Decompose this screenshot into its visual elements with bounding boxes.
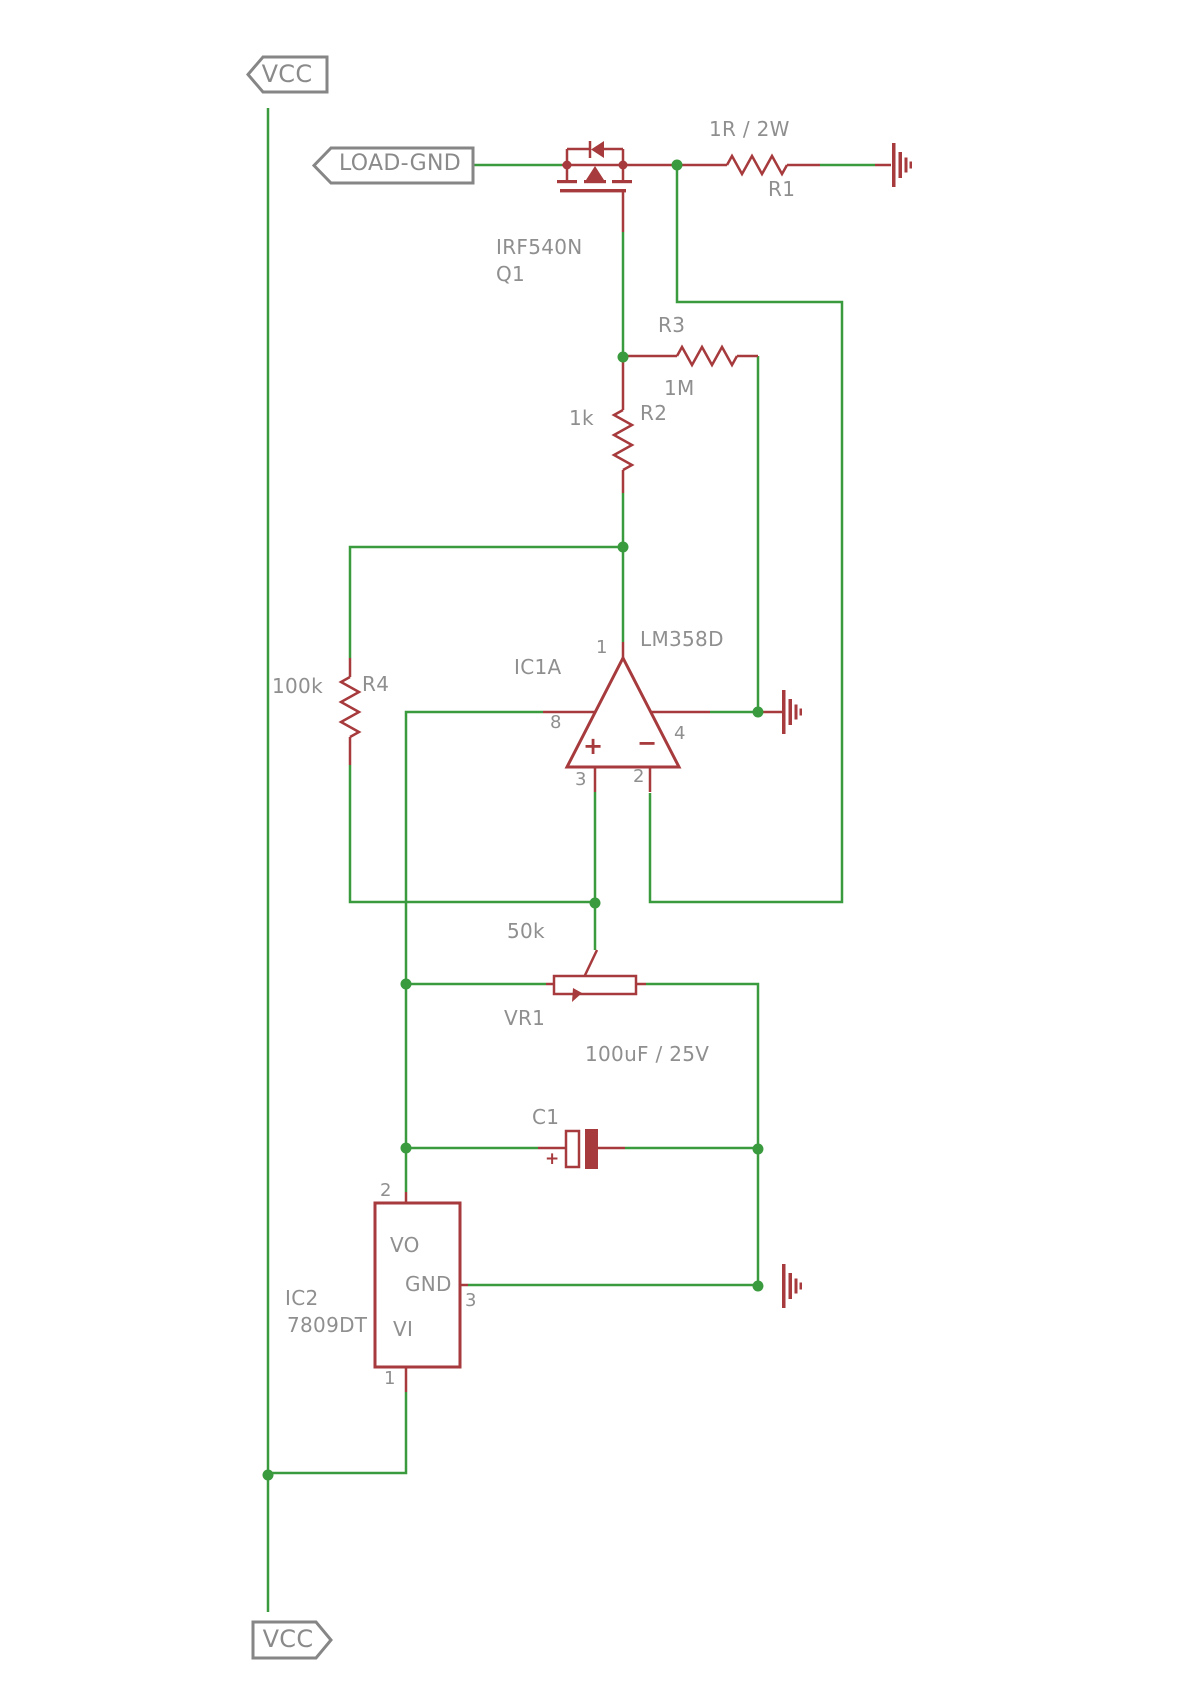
r2-value-label: 1k [569,406,594,430]
vr1-wiper-arrow [572,988,582,1002]
opamp-pin3-label: 3 [575,769,587,790]
ic2-vi-label: VI [393,1317,414,1341]
opamp-pin1-label: 1 [596,637,608,658]
resistor-r4 [338,675,362,739]
ic2-vo-label: VO [390,1233,420,1257]
opamp-triangle [564,654,682,769]
capacitor-c1-plate-left [564,1129,581,1169]
opamp-pin2-label: 2 [633,766,645,787]
opamp-part-label: LM358D [640,627,724,651]
wire-sense-feedback [648,165,844,904]
load-gnd-label: LOAD-GND [339,151,461,176]
vr1-name-label: VR1 [504,1006,546,1030]
ic2-name-label: IC2 [285,1286,319,1310]
net-flags [246,55,475,1660]
r1-value-label: 1R / 2W [709,117,790,141]
ground-symbols [782,143,912,1308]
resistor-r3 [675,344,739,368]
vcc-bottom-label: VCC [262,1625,314,1653]
r3-name-label: R3 [658,313,686,337]
substrate-arrow [586,166,604,180]
ic2-gnd-label: GND [405,1272,452,1296]
r4-name-label: R4 [362,672,390,696]
component-leads [338,153,891,1392]
wires-green [266,108,875,1612]
vcc-flag-top [246,55,329,94]
wire-pot-right [646,982,760,1286]
gate-plate [560,189,626,193]
q1-part-label: IRF540N [496,235,583,259]
r2-name-label: R2 [640,401,668,425]
r3-value-label: 1M [664,376,695,400]
ic2-pin2-label: 2 [380,1180,392,1201]
regulator-ic2-body [373,1201,462,1369]
vr1-value-label: 50k [507,919,545,943]
ground-symbol-ic2 [782,1264,802,1308]
ground-symbol-r1 [892,143,912,187]
resistor-r1 [725,153,789,177]
c1-name-label: C1 [532,1105,560,1129]
mosfet-q1-symbol [557,141,632,193]
r4-value-label: 100k [272,674,323,698]
capacitor-c1-plate-right [585,1129,598,1169]
ic2-pin1-label: 1 [384,1368,396,1389]
opamp-minus-label: − [637,729,658,757]
c1-polarity-label: + [545,1149,560,1169]
body-diode-arrow [591,141,604,158]
load-gnd-flag [311,146,475,185]
ground-symbol-opamp [782,690,802,734]
r1-name-label: R1 [768,177,796,201]
wire-r4-bottom [348,765,595,904]
wire-ic2-vi [268,1392,408,1475]
opamp-pin4-label: 4 [674,723,686,744]
ic2-pin3-label: 3 [465,1290,477,1311]
q1-name-label: Q1 [496,262,526,286]
potentiometer-vr1-body [552,974,638,996]
opamp-pin8-label: 8 [550,712,562,733]
c1-value-label: 100uF / 25V [585,1042,710,1066]
vcc-flag-bottom [251,1620,333,1660]
opamp-name-label: IC1A [514,655,562,679]
resistor-r2 [611,408,635,472]
vcc-top-label: VCC [261,60,313,88]
opamp-plus-label: + [583,732,604,760]
wire-pin8-rail [404,710,543,1192]
junction-dots [262,159,764,1481]
wire-output-left [348,545,623,658]
ic2-part-label: 7809DT [287,1313,368,1337]
